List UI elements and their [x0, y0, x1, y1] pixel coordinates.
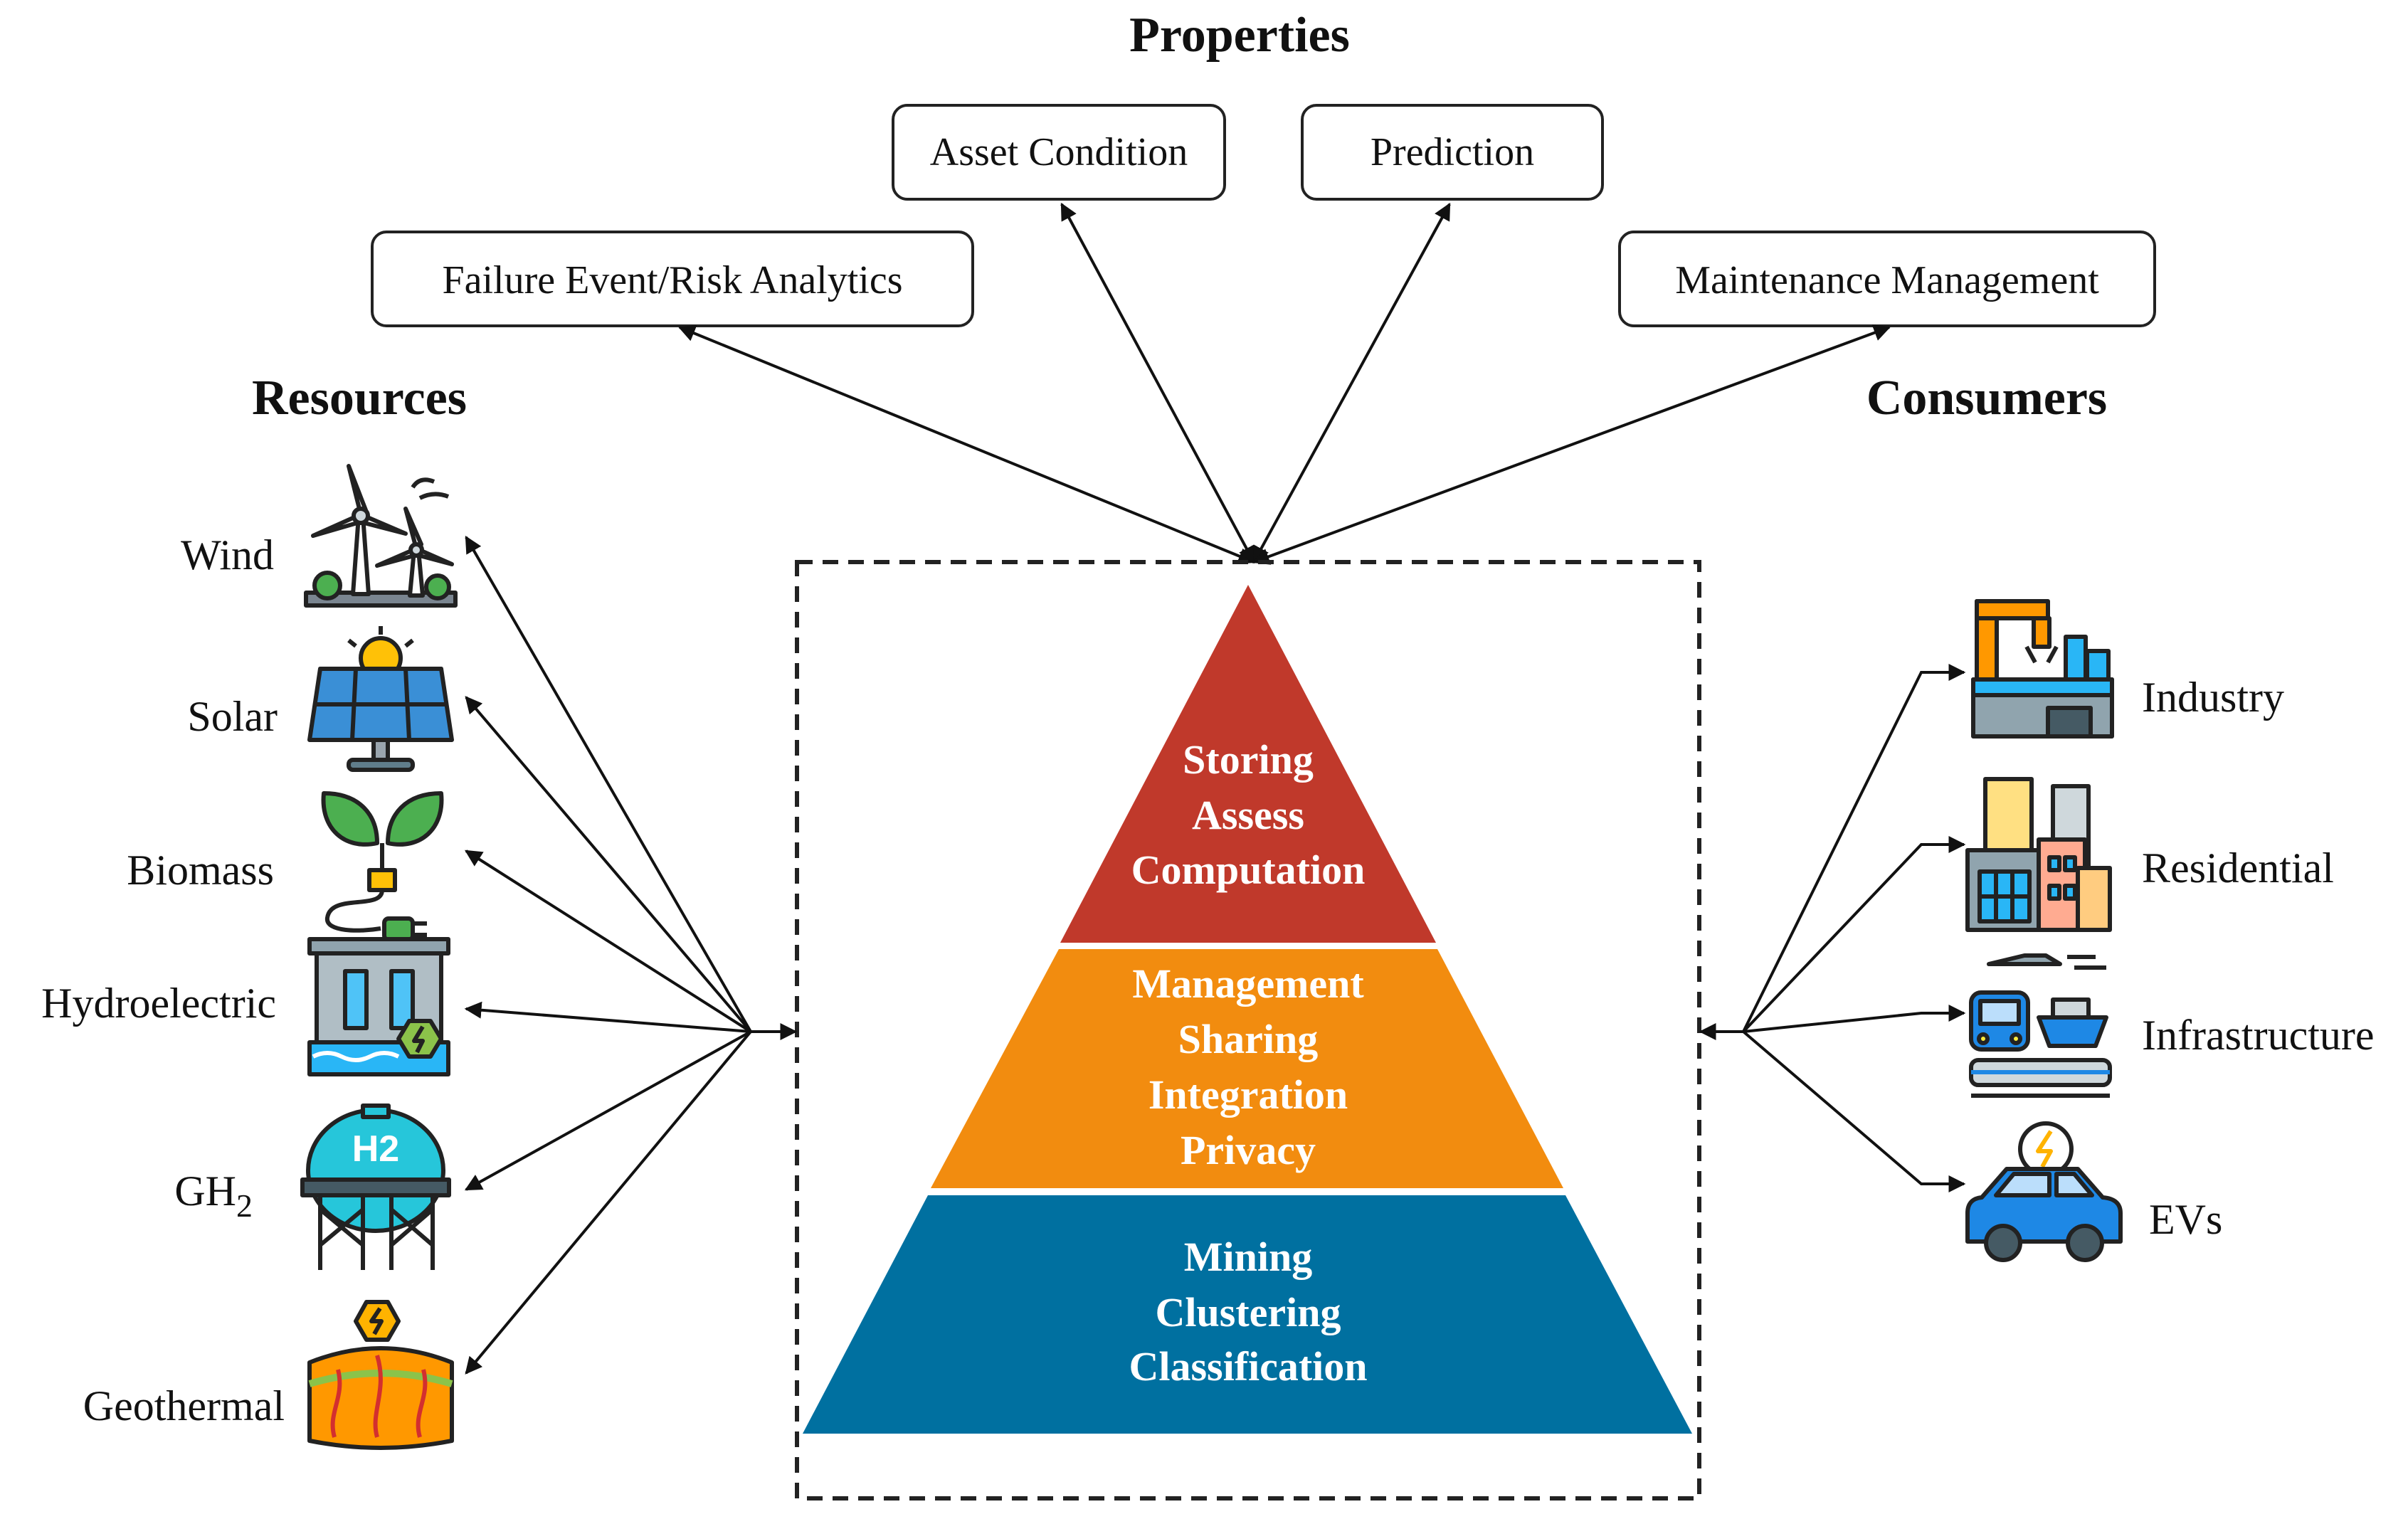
pyramid-bottom-tier [803, 1195, 1692, 1434]
properties-heading: Properties [1129, 8, 1350, 63]
tier-bottom-line: Classification [1129, 1343, 1367, 1390]
resource-label-wind: Wind [181, 531, 274, 578]
consumers-heading: Consumers [1866, 371, 2107, 425]
property-arrows [677, 202, 1891, 565]
resource-label-biomass: Biomass [127, 847, 274, 894]
tier-top-line: Computation [1131, 847, 1366, 893]
arrow-prediction [1252, 202, 1451, 564]
arrow-infrastructure [1743, 1005, 1966, 1033]
geothermal-icon [307, 1300, 454, 1450]
factory-icon [1971, 599, 2114, 739]
arrow-geothermal [465, 1030, 752, 1375]
arrow-failure [677, 325, 1256, 564]
pyramid: Storing Assess Computation Management Sh… [803, 585, 1692, 1434]
property-maintenance: Maintenance Management [1618, 231, 2156, 327]
consumer-label-industry: Industry [2142, 674, 2284, 721]
arrow-industry [1742, 664, 1966, 1032]
hydroelectric-dam-icon [307, 937, 450, 1076]
property-label: Prediction [1371, 130, 1534, 174]
transport-infrastructure-icon [1969, 953, 2112, 1098]
biomass-plant-plug-icon [321, 791, 444, 942]
resource-label-hydroelectric: Hydroelectric [41, 980, 276, 1027]
property-asset-condition: Asset Condition [892, 104, 1226, 201]
consumer-label-evs: EVs [2149, 1196, 2222, 1243]
hydrogen-tank-icon: H2 [300, 1103, 451, 1270]
consumer-label-residential: Residential [2142, 845, 2334, 891]
tier-bottom-line: Clustering [1156, 1289, 1341, 1335]
solar-panel-icon [307, 626, 454, 772]
tier-top-line: Storing [1183, 736, 1314, 783]
arrow-wind [465, 535, 752, 1032]
wind-turbine-icon [304, 464, 458, 608]
resources-heading: Resources [252, 371, 467, 425]
arrow-asset [1060, 202, 1255, 564]
consumer-label-infrastructure: Infrastructure [2142, 1012, 2374, 1059]
tier-middle-line: Sharing [1178, 1016, 1319, 1062]
arrow-maintenance [1252, 324, 1891, 565]
electric-car-icon [1965, 1121, 2123, 1262]
tier-middle-line: Management [1132, 960, 1364, 1007]
h2-icon-text: H2 [352, 1128, 399, 1170]
arrow-gh2 [464, 1030, 751, 1191]
tier-top-line: Assess [1192, 792, 1304, 838]
arrow-evs [1742, 1030, 1966, 1192]
property-label: Failure Event/Risk Analytics [442, 258, 902, 302]
arrow-residential [1742, 836, 1966, 1033]
tier-middle-line: Integration [1148, 1071, 1348, 1118]
arrow-hydro [464, 1001, 751, 1033]
arrow-biomass [464, 850, 752, 1033]
property-prediction: Prediction [1301, 104, 1604, 201]
arrow-solar [465, 696, 752, 1033]
pyramid-middle-tier [931, 949, 1563, 1188]
property-label: Maintenance Management [1675, 258, 2099, 302]
resource-label-solar: Solar [187, 693, 278, 740]
pyramid-top-tier [1060, 585, 1436, 943]
resource-label-geothermal: Geothermal [83, 1382, 285, 1429]
consumer-arrows [1699, 664, 1966, 1192]
tier-middle-line: Privacy [1181, 1127, 1316, 1173]
resource-label-gh2: GH2 [174, 1168, 253, 1224]
tier-bottom-line: Mining [1184, 1234, 1313, 1280]
resource-arrows [464, 535, 798, 1375]
city-buildings-icon [1965, 777, 2112, 932]
property-failure-risk: Failure Event/Risk Analytics [371, 231, 974, 327]
property-label: Asset Condition [930, 130, 1188, 174]
